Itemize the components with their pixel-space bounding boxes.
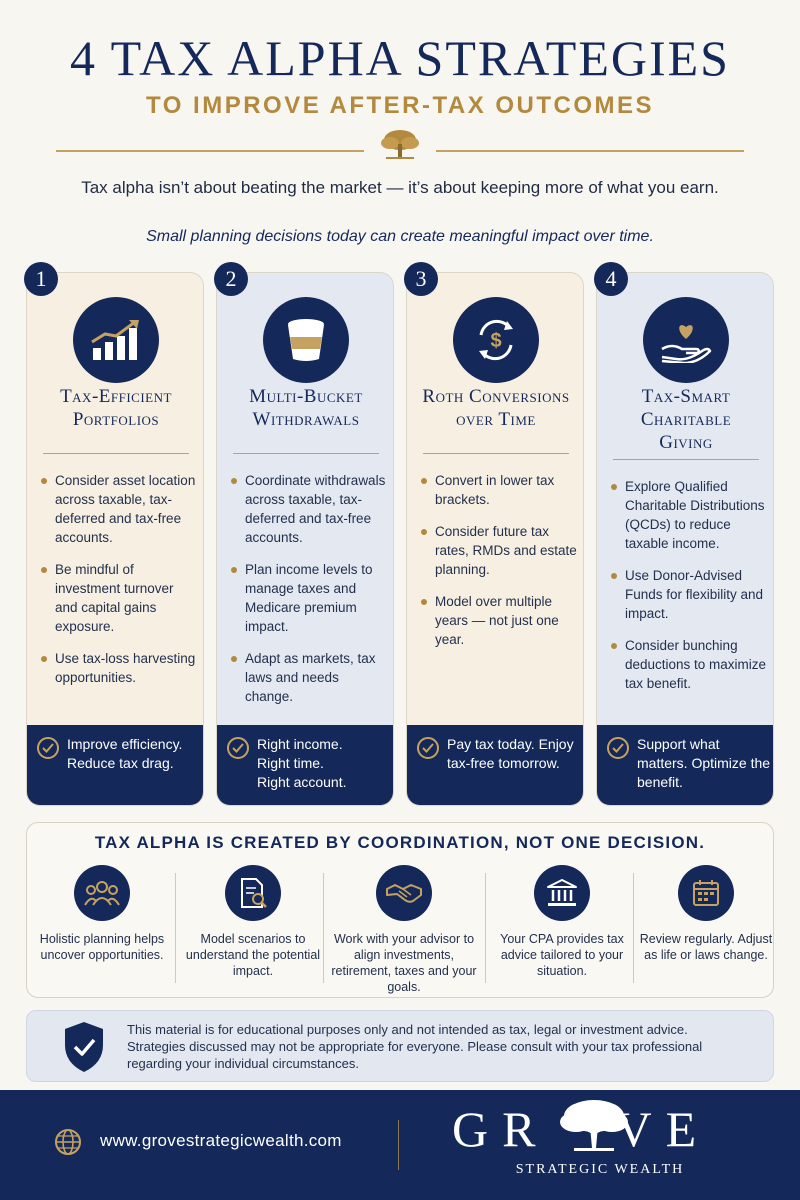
strategy-title-4: Tax-Smart Charitable Giving: [640, 386, 732, 453]
card-divider: [613, 459, 759, 460]
tree-logo-icon: [560, 1100, 628, 1151]
strategy-footer-3: Pay tax today. Enjoy tax-free tomorrow.: [407, 725, 583, 805]
brand-letters-left: GR: [452, 1101, 550, 1157]
tree-icon: [381, 130, 419, 159]
coordination-item: Work with your advisor to align investme…: [329, 865, 479, 995]
strategy-footer-text-4: Support what matters. Optimize the benef…: [637, 736, 771, 790]
coordination-item: Model scenarios to understand the potent…: [182, 865, 324, 979]
strategy-bullets-1: Consider asset location across taxable, …: [39, 471, 199, 700]
coordination-title: TAX ALPHA IS CREATED BY COORDINATION, NO…: [94, 833, 706, 852]
bullet-item: Use Donor-Advised Funds for flexibility …: [609, 566, 769, 623]
coordination-panel: TAX ALPHA IS CREATED BY COORDINATION, NO…: [26, 822, 774, 998]
strategy-title-3: Roth Conversions over Time: [422, 386, 570, 430]
institution-icon: [534, 865, 590, 921]
strategy-card-1: Tax-Efficient Portfolios Consider asset …: [26, 272, 204, 806]
strategy-footer-2: Right income. Right time. Right account.: [217, 725, 393, 805]
header-divider-left: [56, 150, 364, 152]
bullet-item: Consider bunching deductions to maximize…: [609, 636, 769, 693]
handshake-icon: [376, 865, 432, 921]
bullet-item: Convert in lower tax brackets.: [419, 471, 579, 509]
check-icon: [227, 737, 249, 759]
bullet-item: Consider asset location across taxable, …: [39, 471, 199, 547]
coordination-separator: [323, 873, 324, 983]
svg-text:$: $: [490, 330, 501, 352]
bullet-item: Model over multiple years — not just one…: [419, 592, 579, 649]
header-divider-right: [436, 150, 744, 152]
strategy-footer-text-3: Pay tax today. Enjoy tax-free tomorrow.: [447, 736, 574, 771]
strategy-card-4: Tax-Smart Charitable Giving Explore Qual…: [596, 272, 774, 806]
strategy-card-2: Multi-Bucket Withdrawals Coordinate with…: [216, 272, 394, 806]
strategy-bullets-2: Coordinate withdrawals across taxable, t…: [229, 471, 389, 719]
coordination-item-text: Holistic planning helps uncover opportun…: [39, 932, 165, 962]
coordination-item-text: Your CPA provides tax advice tailored to…: [500, 932, 624, 978]
strategy-bullets-4: Explore Qualified Charitable Distributio…: [609, 477, 769, 706]
footer-bar: www.grovestrategicwealth.com GR VE STRATE…: [0, 1090, 800, 1200]
check-icon: [607, 737, 629, 759]
strategy-number-4: 4: [594, 262, 628, 296]
strategy-title-2: Multi-Bucket Withdrawals: [249, 386, 363, 430]
bullet-item: Be mindful of investment turnover and ca…: [39, 560, 199, 636]
page-subtitle: TO IMPROVE AFTER-TAX OUTCOMES: [145, 92, 655, 119]
document-search-icon: [225, 865, 281, 921]
strategy-footer-text-1: Improve efficiency. Reduce tax drag.: [67, 736, 183, 771]
brand-letters-right: VE: [615, 1101, 711, 1157]
intro-text: Tax alpha isn’t about beating the market…: [81, 178, 719, 197]
bullet-item: Plan income levels to manage taxes and M…: [229, 560, 389, 636]
calendar-icon: [678, 865, 734, 921]
check-icon: [37, 737, 59, 759]
disclaimer-text: This material is for educational purpose…: [127, 1022, 703, 1071]
bullet-item: Use tax-loss harvesting opportunities.: [39, 649, 199, 687]
growth-chart-icon: [73, 297, 159, 383]
bullet-item: Consider future tax rates, RMDs and esta…: [419, 522, 579, 579]
strategy-title-1: Tax-Efficient Portfolios: [60, 386, 172, 430]
coordination-item-text: Model scenarios to understand the potent…: [185, 932, 321, 978]
coordination-separator: [633, 873, 634, 983]
coordination-item: Review regularly. Adjust as life or laws…: [635, 865, 777, 963]
coordination-item: Your CPA provides tax advice tailored to…: [491, 865, 633, 979]
coordination-item-text: Review regularly. Adjust as life or laws…: [639, 932, 773, 962]
bullet-item: Adapt as markets, tax laws and needs cha…: [229, 649, 389, 706]
brand-tagline: STRATEGIC WEALTH: [515, 1162, 685, 1177]
strategy-number-3: 3: [404, 262, 438, 296]
footer-divider: [398, 1120, 399, 1170]
globe-icon: [55, 1129, 81, 1155]
check-icon: [417, 737, 439, 759]
strategy-footer-text-2: Right income. Right time. Right account.: [257, 736, 347, 790]
people-group-icon: [74, 865, 130, 921]
strategy-number-1: 1: [24, 262, 58, 296]
bullet-item: Coordinate withdrawals across taxable, t…: [229, 471, 389, 547]
coordination-separator: [175, 873, 176, 983]
card-divider: [43, 453, 189, 454]
dollar-cycle-icon: $: [453, 297, 539, 383]
card-divider: [423, 453, 569, 454]
card-divider: [233, 453, 379, 454]
intro-italic-text: Small planning decisions today can creat…: [146, 228, 654, 245]
coordination-item-text: Work with your advisor to align investme…: [331, 932, 477, 994]
bucket-icon: [263, 297, 349, 383]
page-title: 4 TAX ALPHA STRATEGIES: [70, 30, 730, 86]
shield-check-icon: [65, 1022, 103, 1072]
strategy-bullets-3: Convert in lower tax brackets. Consider …: [419, 471, 579, 662]
brand-logo: GR VE: [452, 1104, 752, 1154]
strategy-footer-1: Improve efficiency. Reduce tax drag.: [27, 725, 203, 805]
strategy-number-2: 2: [214, 262, 248, 296]
coordination-separator: [485, 873, 486, 983]
website-link[interactable]: www.grovestrategicwealth.com: [100, 1131, 342, 1150]
disclaimer-box: This material is for educational purpose…: [26, 1010, 774, 1082]
strategy-footer-4: Support what matters. Optimize the benef…: [597, 725, 773, 805]
heart-hand-icon: [643, 297, 729, 383]
bullet-item: Explore Qualified Charitable Distributio…: [609, 477, 769, 553]
coordination-item: Holistic planning helps uncover opportun…: [31, 865, 173, 963]
strategy-card-3: $ Roth Conversions over Time Convert in …: [406, 272, 584, 806]
